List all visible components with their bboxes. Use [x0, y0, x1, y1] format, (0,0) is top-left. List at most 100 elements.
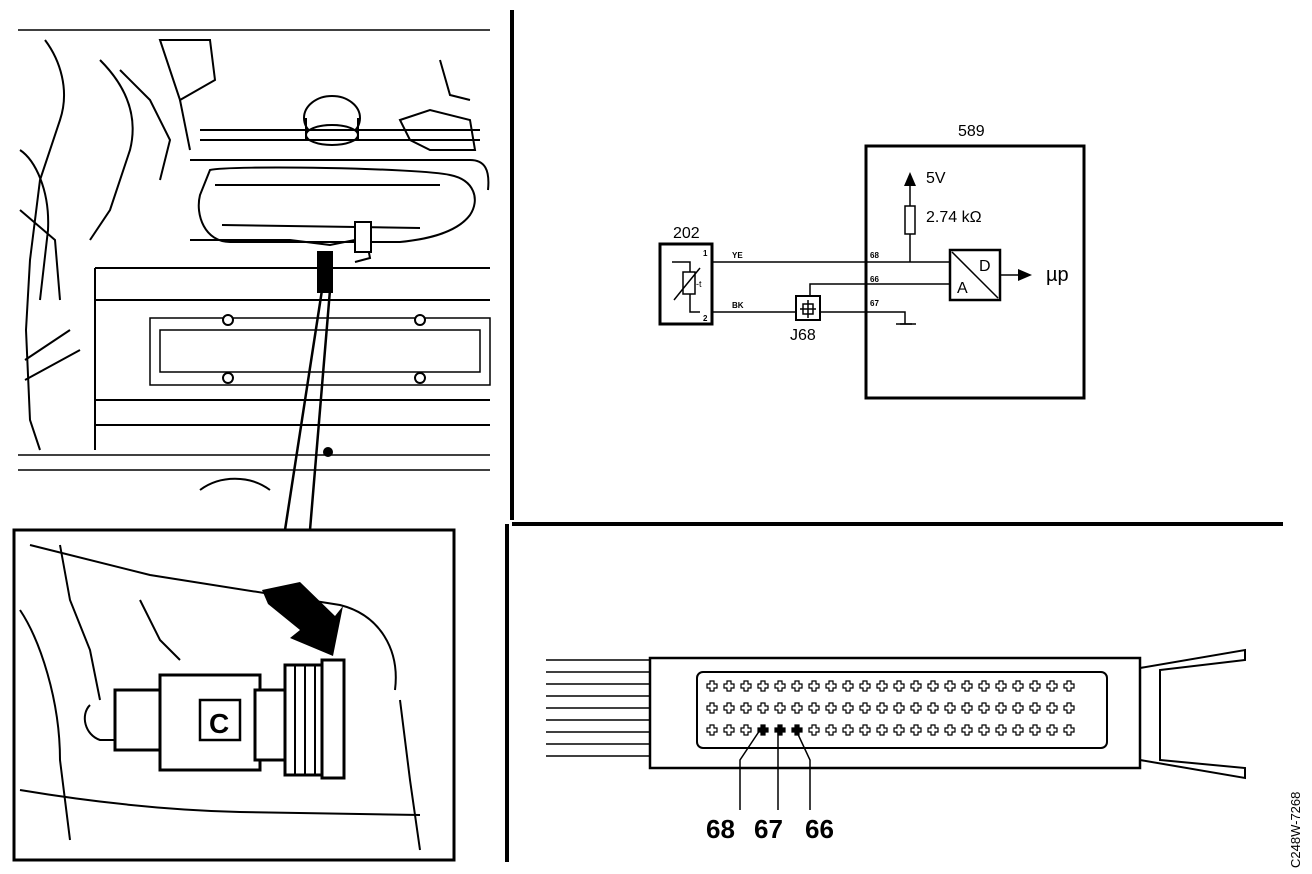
output-arrow-icon [1018, 269, 1032, 281]
connector-pin-cavity [1029, 680, 1041, 692]
connector-pin-cavity [876, 702, 888, 714]
ecu-connector: 68 67 66 [546, 648, 1246, 844]
connector-pin-cavity [893, 702, 905, 714]
connector-pin-cavity [757, 702, 769, 714]
sensor-label: 202 [673, 225, 700, 242]
connector-pin-68: 68 [706, 814, 735, 844]
schematic-diagram: 589 202 -t 1 2 YE BK 68 66 67 J68 [658, 123, 1086, 400]
connector-pin-cavity [740, 724, 752, 736]
connector-pin-cavity [995, 680, 1007, 692]
connector-pin-cavity [723, 702, 735, 714]
connector-pin-cavity [808, 680, 820, 692]
connector-pin-cavity [876, 680, 888, 692]
connector-pin-cavity [944, 702, 956, 714]
connector-pin-cavity [1012, 680, 1024, 692]
connector-pin-cavity [740, 680, 752, 692]
connector-pin-66: 66 [805, 814, 834, 844]
pullup-resistor [904, 205, 916, 235]
sensor-pin-1: 1 [703, 249, 708, 258]
connector-pin-cavity [842, 702, 854, 714]
connector-pin-cavity [723, 724, 735, 736]
connector-pin-cavity [1029, 724, 1041, 736]
connector-pin-cavity [842, 680, 854, 692]
connector-pin-cavity [791, 680, 803, 692]
connector-pin-cavity [927, 680, 939, 692]
connector-pin-cavity [1046, 724, 1058, 736]
ecu-label: 589 [958, 123, 985, 140]
connector-pin-cavity [791, 702, 803, 714]
pullup-resistor-value: 2.74 kΩ [926, 209, 982, 226]
junction-label: J68 [790, 327, 816, 344]
connector-pin-grid [706, 680, 1075, 736]
connector-pin-cavity [944, 724, 956, 736]
connector-pin-cavity [927, 724, 939, 736]
connector-pin-cavity [978, 680, 990, 692]
connector-pin-cavity [825, 724, 837, 736]
supply-arrow-icon [904, 172, 916, 186]
connector-pin-cavity [910, 724, 922, 736]
inset-callout-leader [283, 289, 332, 531]
connector-pin-cavity [944, 680, 956, 692]
ecu-pin-signal: 68 [870, 251, 879, 260]
connector-pin-cavity [859, 724, 871, 736]
sensor-pin-2: 2 [703, 314, 708, 323]
connector-pin-cavity [1063, 724, 1075, 736]
connector-pin-cavity [859, 680, 871, 692]
sensor-inset: C [12, 528, 456, 862]
connector-pin-cavity [1029, 702, 1041, 714]
ecu-pin-ground: 67 [870, 299, 879, 308]
connector-pin-used [774, 724, 786, 736]
connector-pin-cavity [706, 724, 718, 736]
pin-leader-lines [739, 729, 811, 810]
connector-pin-cavity [893, 680, 905, 692]
connector-pin-cavity [740, 702, 752, 714]
connector-pin-cavity [774, 680, 786, 692]
connector-pin-cavity [961, 680, 973, 692]
connector-pin-cavity [1012, 702, 1024, 714]
connector-latch [1139, 648, 1246, 780]
converter-in-label: A [957, 280, 968, 297]
connector-pin-cavity [978, 724, 990, 736]
connector-pin-cavity [825, 680, 837, 692]
connector-pin-cavity [825, 702, 837, 714]
connector-pin-cavity [808, 702, 820, 714]
connector-pin-cavity [995, 724, 1007, 736]
converter-out-label: D [979, 258, 991, 275]
connector-pin-cavity [842, 724, 854, 736]
connector-pin-cavity [978, 702, 990, 714]
processor-label: µp [1046, 264, 1069, 286]
inset-connector-letter: C [209, 708, 229, 739]
thermistor-temp-symbol: -t [696, 279, 702, 289]
connector-pin-cavity [859, 702, 871, 714]
connector-pin-cavity [723, 680, 735, 692]
connector-pin-cavity [1046, 680, 1058, 692]
engine-bay-illustration [18, 29, 491, 491]
connector-pin-cavity [995, 702, 1007, 714]
ecu-pin-sense: 66 [870, 275, 879, 284]
connector-pin-67: 67 [754, 814, 783, 844]
connector-pin-cavity [927, 702, 939, 714]
connector-pin-cavity [961, 702, 973, 714]
connector-pin-cavity [910, 680, 922, 692]
wire-ground-color: BK [732, 301, 744, 310]
connector-pin-cavity [893, 724, 905, 736]
connector-pin-cavity [706, 702, 718, 714]
connector-pin-cavity [1012, 724, 1024, 736]
connector-pin-cavity [757, 680, 769, 692]
connector-pin-cavity [808, 724, 820, 736]
connector-pin-used [757, 724, 769, 736]
connector-pin-cavity [876, 724, 888, 736]
connector-pin-cavity [774, 702, 786, 714]
thermistor-symbol [672, 261, 701, 313]
figure-reference: C248W-7268 [1288, 792, 1303, 868]
connector-pin-cavity [1063, 702, 1075, 714]
wire-signal-color: YE [732, 251, 743, 260]
connector-pin-cavity [910, 702, 922, 714]
pointer-arrow-icon [262, 582, 343, 656]
connector-wire-bundle [546, 659, 650, 757]
connector-pin-cavity [1046, 702, 1058, 714]
connector-pin-cavity [1063, 680, 1075, 692]
panel-dividers [505, 10, 1283, 862]
connector-pin-cavity [706, 680, 718, 692]
